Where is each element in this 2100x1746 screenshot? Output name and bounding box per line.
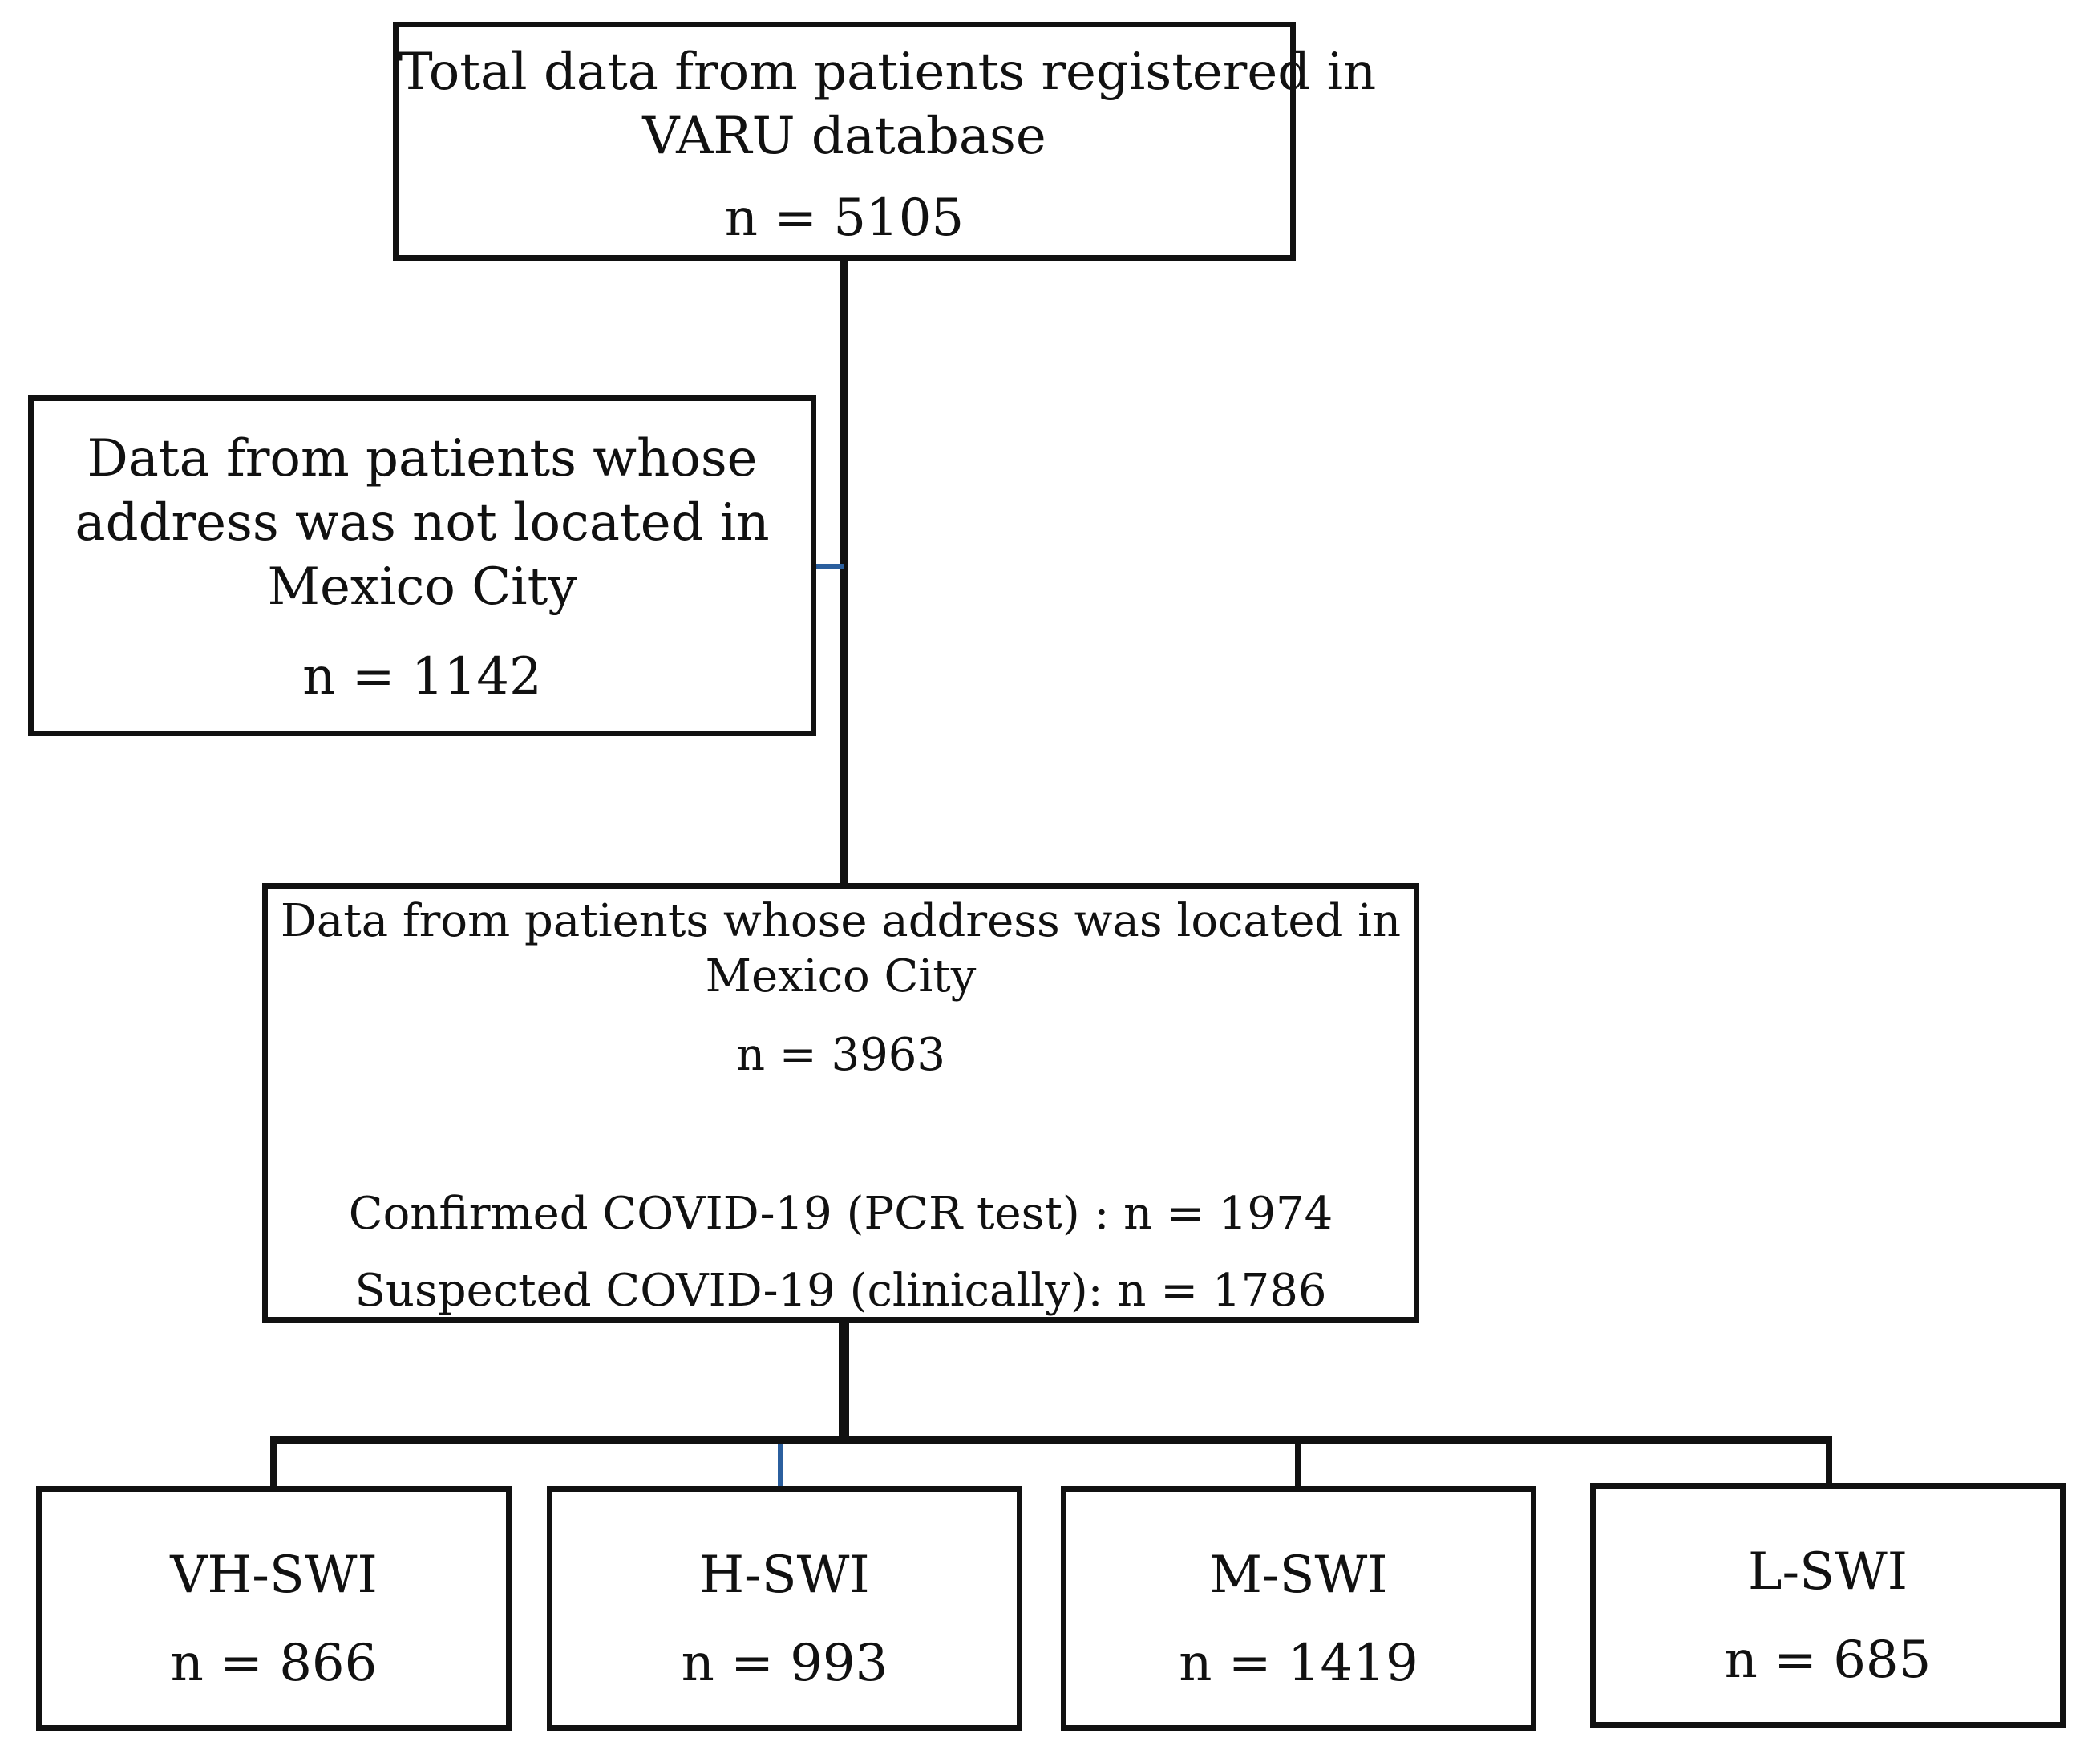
confirmed-covid-count: Confirmed COVID-19 (PCR test) : n = 1974 bbox=[348, 1188, 1333, 1240]
excluded-count: n = 1142 bbox=[302, 647, 542, 707]
group-count-m-swi: n = 1419 bbox=[1179, 1634, 1418, 1693]
group-label-m-swi: M-SWI bbox=[1209, 1545, 1388, 1605]
connector-groups-horizontal bbox=[270, 1436, 1832, 1444]
total-patients-box: Total data from patients registered in V… bbox=[393, 22, 1377, 261]
connector-group-m bbox=[1295, 1436, 1301, 1490]
group-count-vh-swi: n = 866 bbox=[170, 1634, 378, 1693]
group-label-l-swi: L-SWI bbox=[1747, 1542, 1908, 1602]
group-box-vh-swi: VH-SWI n = 866 bbox=[36, 1486, 512, 1731]
connector-exclusion-branch bbox=[812, 564, 844, 569]
total-title-line2: VARU database bbox=[642, 107, 1046, 166]
group-count-l-swi: n = 685 bbox=[1724, 1631, 1932, 1690]
excluded-patients-box: Data from patients whose address was not… bbox=[28, 395, 816, 736]
connector-top-to-included bbox=[840, 261, 848, 888]
group-box-m-swi: M-SWI n = 1419 bbox=[1061, 1486, 1536, 1731]
group-label-vh-swi: VH-SWI bbox=[170, 1545, 378, 1605]
suspected-covid-count: Suspected COVID-19 (clinically): n = 178… bbox=[354, 1265, 1327, 1317]
group-label-h-swi: H-SWI bbox=[699, 1545, 870, 1605]
total-title-line1: Total data from patients registered in bbox=[399, 43, 1377, 102]
connector-group-l bbox=[1826, 1436, 1832, 1490]
included-line2: Mexico City bbox=[705, 950, 977, 1003]
group-box-l-swi: L-SWI n = 685 bbox=[1590, 1483, 2066, 1728]
excluded-line1: Data from patients whose bbox=[87, 429, 758, 488]
total-count: n = 5105 bbox=[724, 188, 965, 248]
group-count-h-swi: n = 993 bbox=[681, 1634, 888, 1693]
included-count: n = 3963 bbox=[735, 1029, 946, 1081]
connector-group-h bbox=[778, 1444, 783, 1490]
excluded-line3: Mexico City bbox=[267, 557, 577, 617]
included-patients-box: Data from patients whose address was loc… bbox=[262, 883, 1419, 1323]
connector-group-vh bbox=[270, 1436, 277, 1490]
excluded-line2: address was not located in bbox=[75, 493, 770, 553]
group-box-h-swi: H-SWI n = 993 bbox=[547, 1486, 1022, 1731]
connector-included-to-groups bbox=[839, 1319, 849, 1444]
included-line1: Data from patients whose address was loc… bbox=[280, 895, 1402, 947]
